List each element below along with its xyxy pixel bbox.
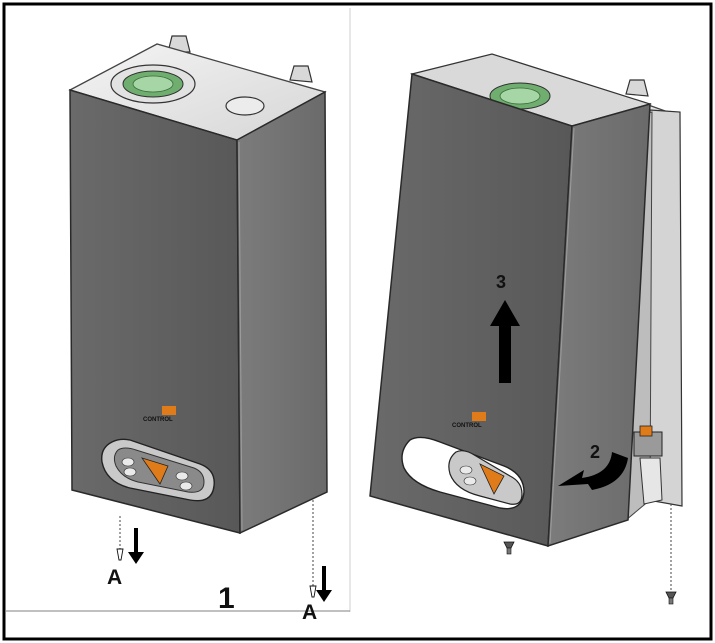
boiler-closed: CONTROL A A 1: [68, 35, 332, 624]
air-intake: [225, 96, 265, 116]
control-button-icon: [179, 481, 193, 491]
brand-logo-accent: [472, 412, 486, 421]
arrow-down-icon: [316, 566, 332, 602]
control-display-icon: [141, 457, 169, 485]
control-panel-bezel: [448, 450, 523, 505]
control-button-icon: [459, 465, 473, 475]
control-button-icon: [463, 476, 477, 486]
arrow-down-icon: [128, 528, 144, 564]
label-screw-a-right: A: [302, 601, 317, 624]
boiler-side-face: [236, 90, 328, 535]
flue-outlet-inner: [132, 75, 174, 93]
screw-icon: [503, 541, 515, 549]
brand-logo-accent: [162, 406, 176, 415]
brand-logo-text: CONTROL: [452, 423, 482, 429]
boiler-opened: CONTROL 3 2: [369, 53, 683, 605]
mounting-bracket: [625, 79, 649, 97]
screw-icon: [309, 585, 317, 598]
rotate-arrow-icon: [558, 452, 628, 490]
control-display-icon: [479, 463, 505, 495]
screw-icon: [665, 591, 677, 599]
screw-icon: [506, 547, 512, 555]
label-screw-a-left: A: [107, 566, 122, 589]
mounting-bracket-right: [289, 65, 313, 83]
control-button-icon: [121, 457, 135, 467]
casing-side-face: [547, 102, 651, 548]
control-button-icon: [123, 467, 137, 477]
step-number-2: 2: [590, 442, 600, 462]
mounting-bracket-lower: [639, 457, 663, 505]
screw-icon: [668, 597, 674, 605]
internal-valve-accent: [639, 425, 653, 437]
boiler-edge-highlight: [238, 141, 243, 531]
step-number-3: 3: [496, 272, 506, 292]
control-button-icon: [175, 471, 189, 481]
casing-edge-highlight: [549, 127, 575, 544]
flue-outlet-inner: [499, 87, 541, 105]
step-number-1: 1: [218, 582, 235, 615]
brand-logo-text: CONTROL: [143, 417, 173, 423]
arrow-up-icon: [490, 300, 520, 383]
screw-icon: [116, 548, 124, 561]
